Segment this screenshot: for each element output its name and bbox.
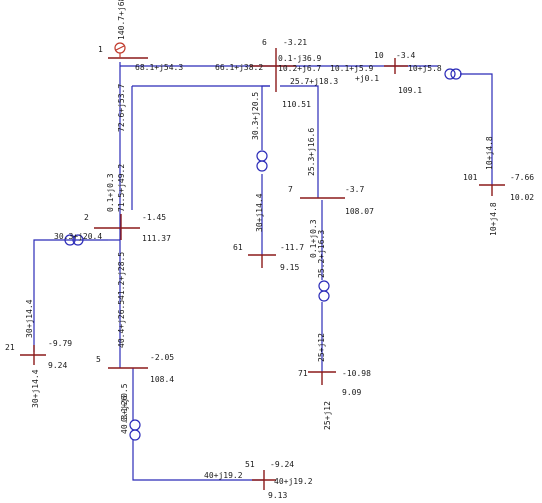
- bus-7-voltage: 108.07: [345, 207, 374, 216]
- flow-label: 10.1+j5.9: [330, 64, 374, 73]
- flow-label: 10+j4.8: [485, 136, 494, 170]
- bus-61-number: 61: [233, 243, 243, 252]
- bus-21-angle: -9.79: [48, 339, 72, 348]
- bus-2-number: 2: [84, 213, 89, 222]
- flow-label: 0.1+j0.5: [120, 383, 129, 422]
- flow-label: 41.2+j28.5: [117, 252, 126, 300]
- bus-6-angle: -3.21: [283, 38, 307, 47]
- flow-label: 30+j14.4: [25, 299, 34, 338]
- line-10-101[interactable]: [460, 73, 493, 185]
- flow-label: 71.5+j49.2: [117, 164, 126, 212]
- line-5-51-b[interactable]: [132, 440, 264, 481]
- flow-label: 68.1+j54.3: [135, 63, 183, 72]
- flow-label: 0.1+j0.3: [106, 173, 115, 212]
- generator-stem: [115, 45, 125, 51]
- transformer-icon[interactable]: [129, 419, 141, 441]
- bus-2-angle: -1.45: [142, 213, 166, 222]
- flow-label: 25.7+j18.3: [290, 77, 338, 86]
- bus-51-angle: -9.24: [270, 460, 294, 469]
- bus-51-number: 51: [245, 460, 255, 469]
- bus-7-angle: -3.7: [345, 185, 364, 194]
- flow-label: 25.2+j16.3: [317, 230, 326, 278]
- bus-61-voltage: 9.15: [280, 263, 299, 272]
- transformer-icon[interactable]: [318, 280, 330, 302]
- bus-101-number: 101: [463, 173, 478, 182]
- flow-label: 30+j14.4: [255, 193, 264, 232]
- bus-6-number: 6: [262, 38, 267, 47]
- flow-label: 30.3+j20.4: [54, 232, 102, 241]
- flow-label: 10+j5.8: [408, 64, 442, 73]
- flow-label: 10+j4.8: [489, 202, 498, 236]
- bus-2-voltage: 111.37: [142, 234, 171, 243]
- transformer-icon[interactable]: [444, 68, 462, 80]
- bus-71-voltage: 9.09: [342, 388, 361, 397]
- bus-5-angle: -2.05: [150, 353, 174, 362]
- flow-label: 40+j19.2: [274, 477, 313, 486]
- transformer-icon[interactable]: [256, 150, 268, 172]
- bus-6-voltage: 110.51: [282, 100, 311, 109]
- flow-label: 40.4+j26.5: [117, 300, 126, 348]
- flow-label: 72.6+j53.7: [117, 84, 126, 132]
- flow-label: 40+j19.2: [204, 471, 243, 480]
- bus-1-number: 1: [98, 45, 103, 54]
- line-2-21[interactable]: [33, 239, 108, 352]
- flow-label: 140.7+j68: [117, 0, 126, 40]
- bus-21-number: 21: [5, 343, 15, 352]
- bus-5-voltage: 108.4: [150, 375, 174, 384]
- bus-71-number: 71: [298, 369, 308, 378]
- bus-51-voltage: 9.13: [268, 491, 287, 500]
- flow-label: 30.3+j20.5: [251, 92, 260, 140]
- flow-label: 0.1+j0.3: [309, 219, 318, 258]
- line-6-7[interactable]: [280, 85, 319, 198]
- bus-71-angle: -10.98: [342, 369, 371, 378]
- bus-101-angle: -7.66: [510, 173, 534, 182]
- flow-label: 25.3+j16.6: [307, 128, 316, 176]
- bus-5-number: 5: [96, 355, 101, 364]
- bus-10-angle: -3.4: [396, 51, 415, 60]
- flow-label: 40.3+j26: [120, 395, 129, 434]
- flow-label: 25+j12: [317, 333, 326, 362]
- line-6-61-a[interactable]: [261, 85, 270, 150]
- bus-61-angle: -11.7: [280, 243, 304, 252]
- flow-label: 25+j12: [323, 401, 332, 430]
- bus-10-voltage: 109.1: [398, 86, 422, 95]
- flow-label: 30+j14.4: [31, 369, 40, 408]
- flow-label: 0.1-j36.9: [278, 54, 322, 63]
- transformer-icon[interactable]: [64, 234, 84, 246]
- bus-7-number: 7: [288, 185, 293, 194]
- flow-label: 66.1+j38.2: [215, 63, 263, 72]
- flow-label: +j0.1: [355, 74, 379, 83]
- bus-101-voltage: 10.02: [510, 193, 534, 202]
- flow-label: 10.2+j6.7: [278, 64, 322, 73]
- bus-21-voltage: 9.24: [48, 361, 67, 370]
- bus-10-number: 10: [374, 51, 384, 60]
